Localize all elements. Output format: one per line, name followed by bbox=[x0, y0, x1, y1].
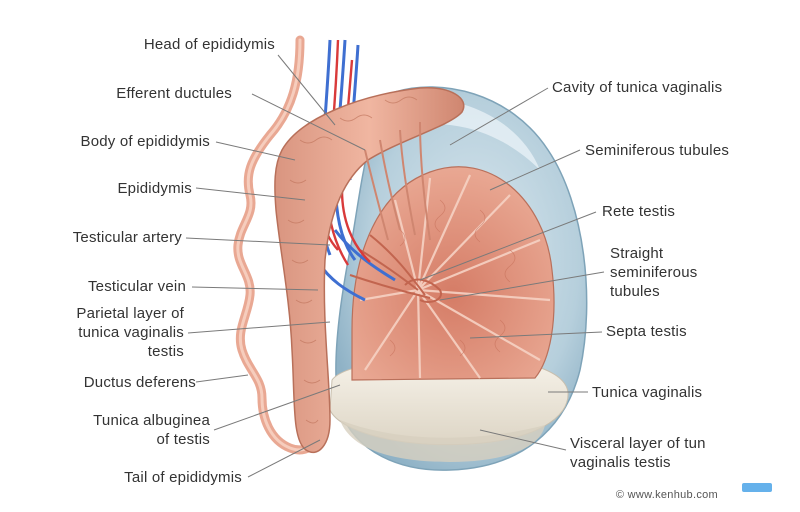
label-septa-testis: Septa testis bbox=[606, 323, 687, 340]
efferent-ductules bbox=[364, 121, 431, 241]
brand-tag bbox=[742, 483, 772, 492]
label-ductus-deferens: Ductus deferens bbox=[83, 374, 196, 391]
label-efferent-ductules: Efferent ductules bbox=[116, 85, 232, 102]
label-visceral-layer: Visceral layer of tun vaginalis testis bbox=[570, 435, 706, 471]
label-seminiferous-tubules: Seminiferous tubules bbox=[585, 142, 730, 159]
label-testicular-vein: Testicular vein bbox=[87, 278, 186, 295]
leader-lines bbox=[185, 54, 605, 478]
label-epididymis: Epididymis bbox=[117, 180, 192, 197]
testis-cut-surface bbox=[351, 166, 555, 381]
label-straight-seminiferous-tubules: Straight seminiferous tubules bbox=[610, 245, 698, 300]
rete-testis bbox=[349, 234, 442, 303]
label-testicular-artery: Testicular artery bbox=[72, 229, 182, 246]
label-parietal-layer: Parietal layer of tunica vaginalis testi… bbox=[76, 305, 184, 360]
label-tunica-vaginalis: Tunica vaginalis bbox=[592, 384, 703, 401]
label-rete-testis: Rete testis bbox=[602, 203, 676, 220]
label-head-of-epididymis: Head of epididymis bbox=[143, 36, 275, 53]
kenhub-credit: © www.kenhub.com bbox=[615, 489, 718, 501]
label-tail-of-epididymis: Tail of epididymis bbox=[124, 469, 242, 486]
septa-lines bbox=[359, 174, 551, 379]
label-body-of-epididymis: Body of epididymis bbox=[80, 133, 210, 150]
epididymis bbox=[274, 87, 465, 453]
label-cavity-of-tunica-vaginalis: Cavity of tunica vaginalis bbox=[552, 79, 723, 96]
label-tunica-albuginea: Tunica albuginea of testis bbox=[93, 412, 210, 448]
